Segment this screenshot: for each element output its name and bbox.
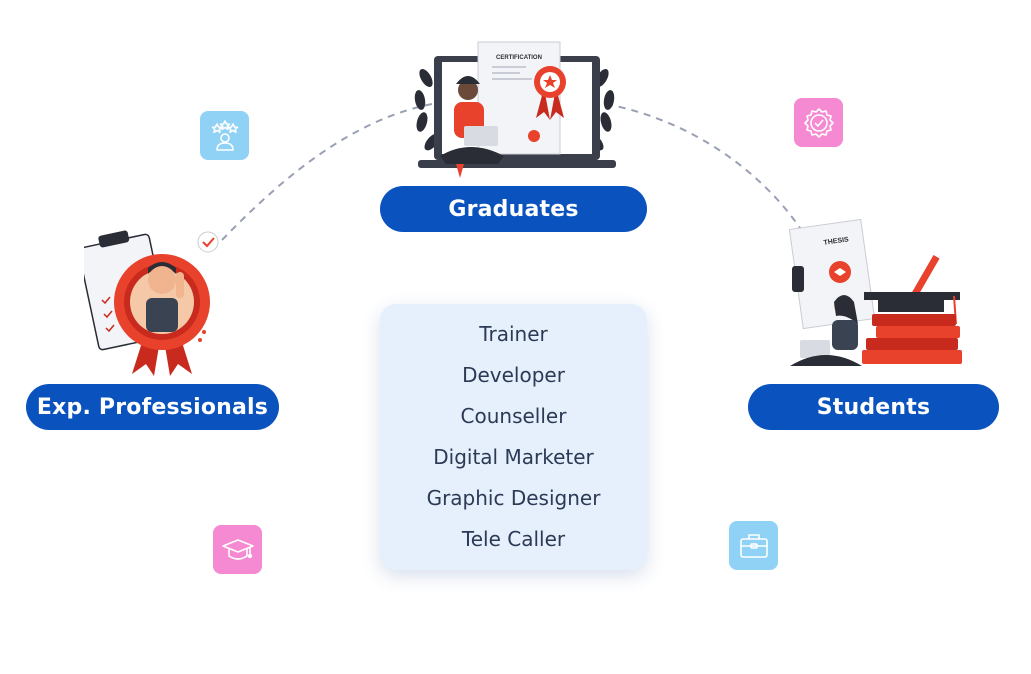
- professionals-illustration: [84, 230, 219, 376]
- verified-badge-tile: [794, 98, 843, 147]
- star-rating-user-icon: [211, 119, 238, 151]
- pencil-icon: [911, 254, 940, 297]
- graduation-cap-icon: [221, 538, 254, 560]
- graduate-person-icon: [440, 76, 504, 178]
- category-students[interactable]: Students: [748, 384, 999, 430]
- role-item: Counseller: [460, 404, 567, 428]
- thesis-label: THESIS: [823, 236, 849, 246]
- graduation-cap-tile: [213, 525, 262, 574]
- verified-badge-icon: [803, 107, 834, 138]
- certificate-label: CERTIFICATION: [496, 55, 542, 61]
- role-item: Graphic Designer: [426, 486, 601, 510]
- role-item: Trainer: [479, 322, 548, 346]
- students-illustration: THESIS: [788, 218, 962, 366]
- book-stack-icon: [862, 314, 962, 364]
- briefcase-icon: [739, 533, 768, 558]
- role-item: Digital Marketer: [433, 445, 594, 469]
- graduates-illustration: CERTIFICATION: [414, 41, 616, 178]
- role-item: Tele Caller: [461, 527, 566, 551]
- star-rating-user-tile: [200, 111, 249, 160]
- check-icon: [202, 237, 215, 248]
- professional-person-icon: [146, 262, 184, 332]
- roles-card: Trainer Developer Counseller Digital Mar…: [380, 304, 647, 570]
- role-item: Developer: [462, 363, 565, 387]
- student-person-icon: [790, 295, 862, 366]
- category-graduates[interactable]: Graduates: [380, 186, 647, 232]
- briefcase-tile: [729, 521, 778, 570]
- award-seal-icon: [534, 66, 566, 120]
- category-exp-professionals[interactable]: Exp. Professionals: [26, 384, 279, 430]
